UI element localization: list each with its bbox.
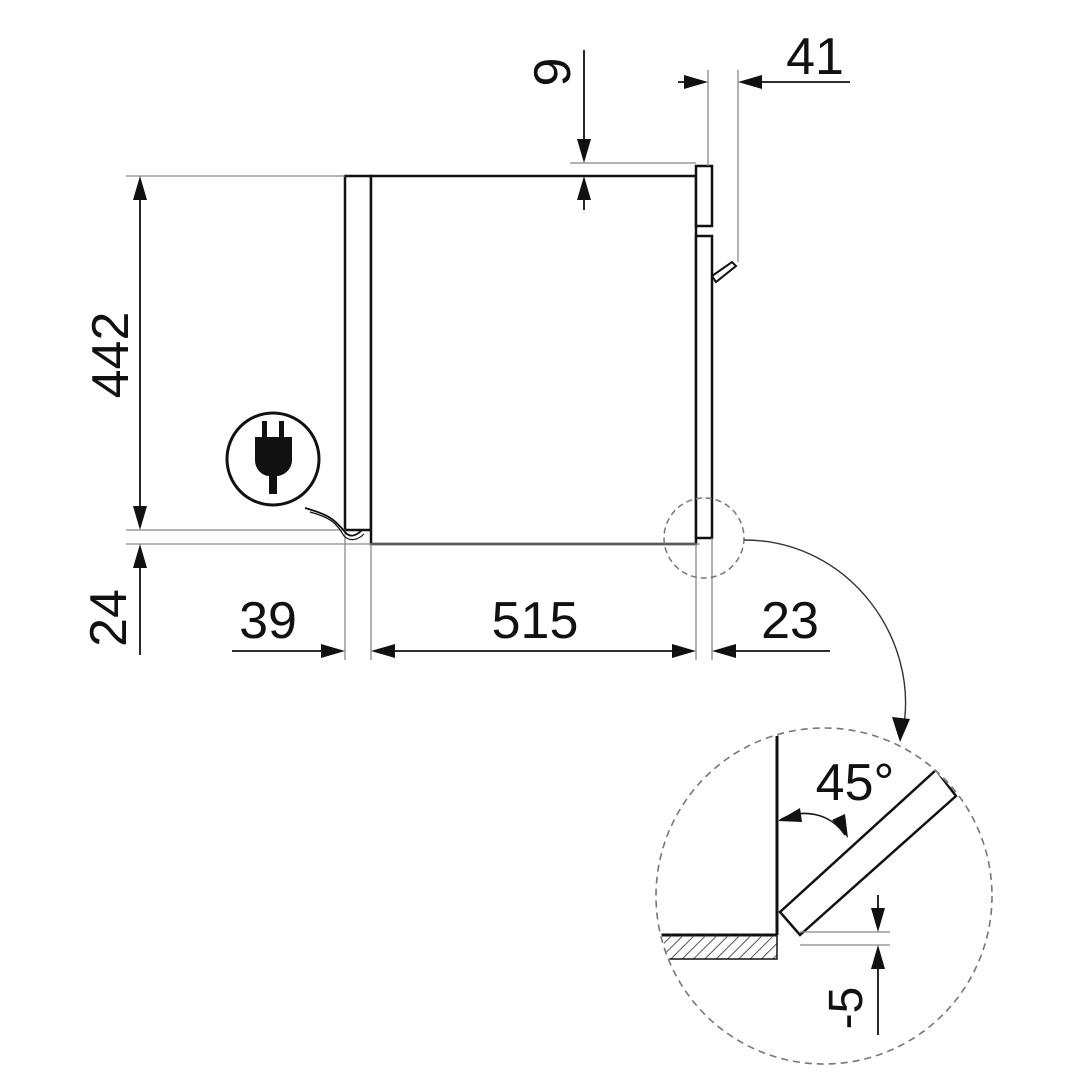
appliance-side-view bbox=[343, 164, 738, 546]
detail-connector-arrow bbox=[743, 539, 907, 731]
dimension-24-label: 24 bbox=[80, 589, 138, 647]
detail-callout-marker bbox=[663, 497, 745, 579]
dimension-39-label: 39 bbox=[239, 592, 297, 650]
dimension-515-label: 515 bbox=[492, 592, 579, 650]
power-cable bbox=[304, 507, 363, 537]
back-panel-lower bbox=[694, 234, 714, 540]
angled-panel bbox=[778, 768, 958, 937]
extension-lines bbox=[126, 70, 739, 660]
offset-minus5-label: -5 bbox=[820, 987, 873, 1030]
front-panel bbox=[343, 174, 373, 532]
dimension-23-label: 23 bbox=[761, 592, 819, 650]
dimension-bottom-row: 39 515 23 bbox=[232, 592, 830, 658]
back-hook bbox=[710, 260, 738, 284]
dimension-24: 24 bbox=[80, 544, 147, 655]
angle-45-label: 45° bbox=[816, 754, 895, 812]
power-plug-icon bbox=[225, 411, 321, 507]
dimension-41: 41 bbox=[678, 28, 850, 89]
dimension-442-label: 442 bbox=[82, 312, 140, 399]
dimension-9: 9 bbox=[524, 50, 591, 210]
dimension-442: 442 bbox=[82, 176, 147, 530]
dimension-9-label: 9 bbox=[524, 58, 582, 87]
floor-hatch bbox=[657, 934, 778, 960]
back-panel-upper bbox=[694, 164, 714, 228]
dimension-41-label: 41 bbox=[786, 28, 844, 86]
detail-magnified-view: 45° -5 bbox=[655, 727, 993, 1065]
appliance-body bbox=[369, 174, 698, 546]
